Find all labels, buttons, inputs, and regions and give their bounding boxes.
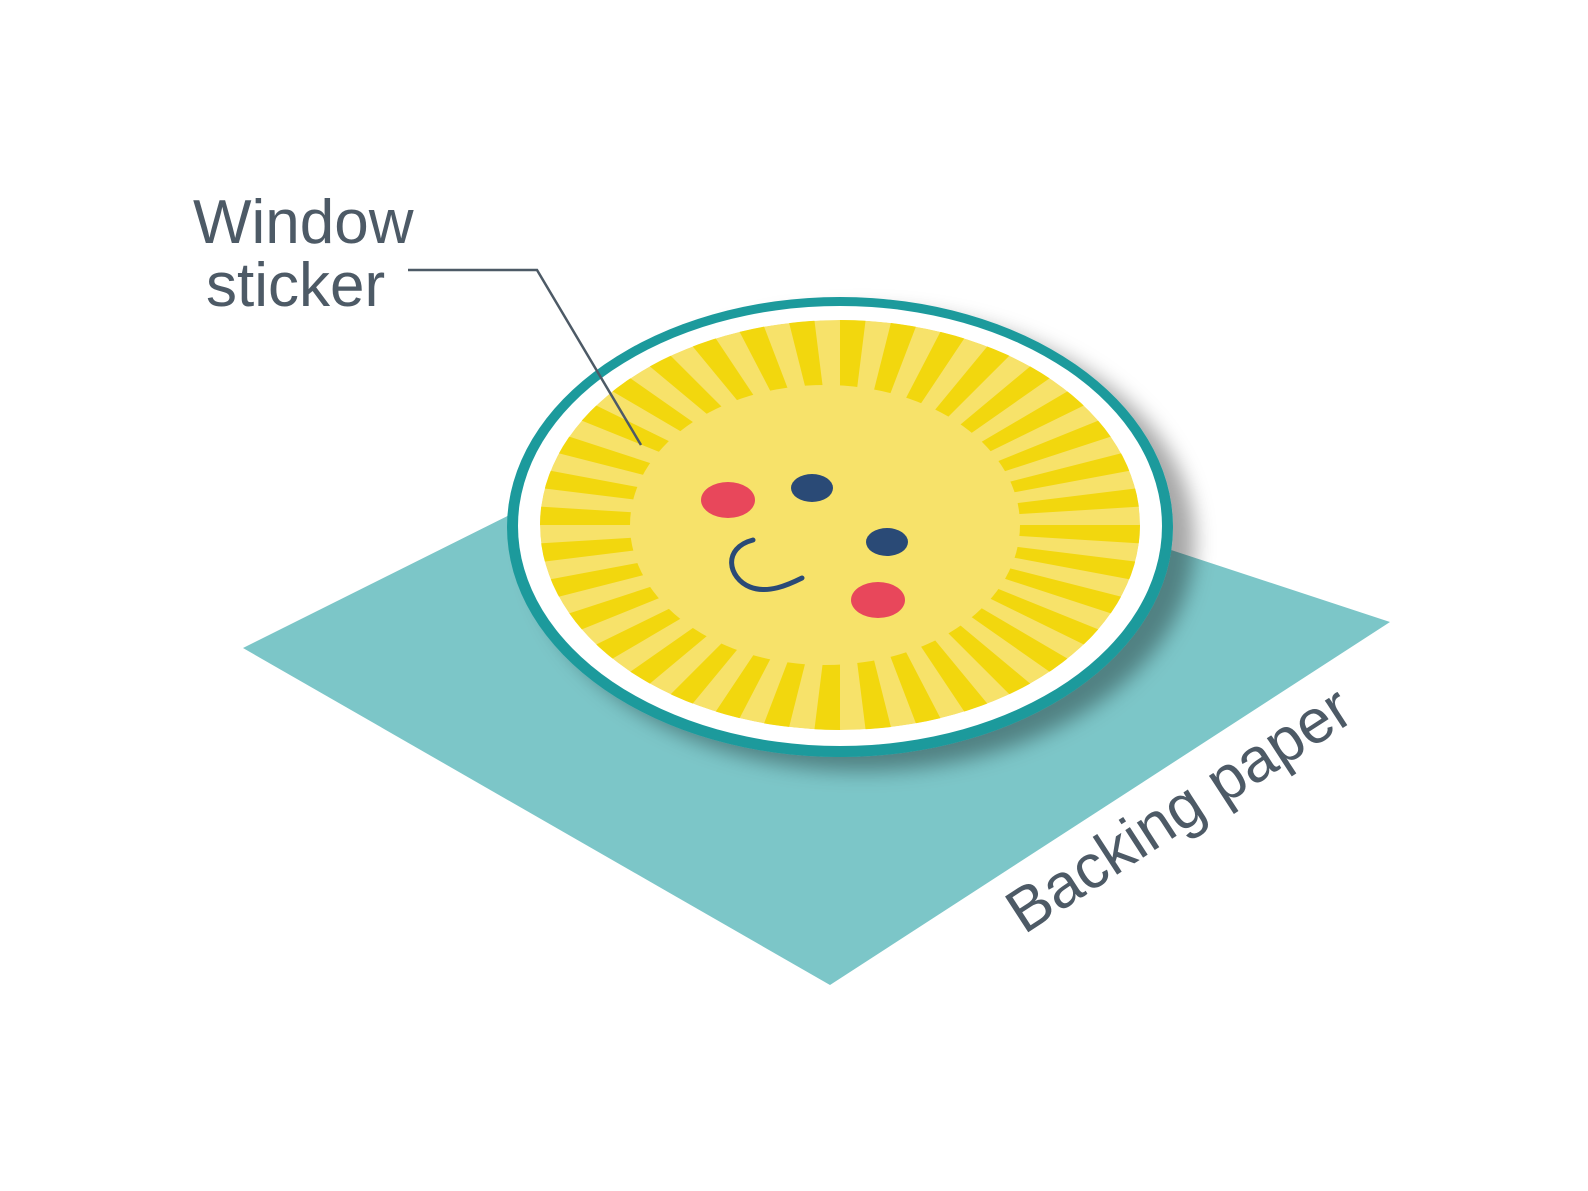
left-cheek xyxy=(701,482,755,518)
window-sticker xyxy=(507,297,1173,757)
sun-face xyxy=(630,385,1020,665)
right-eye xyxy=(866,528,908,556)
window-sticker-label-line2: sticker xyxy=(206,251,385,320)
right-cheek xyxy=(851,582,905,618)
smile xyxy=(729,537,805,593)
window-sticker-label-line1: Window xyxy=(193,188,414,257)
left-eye xyxy=(791,474,833,502)
leader-line xyxy=(408,268,643,446)
